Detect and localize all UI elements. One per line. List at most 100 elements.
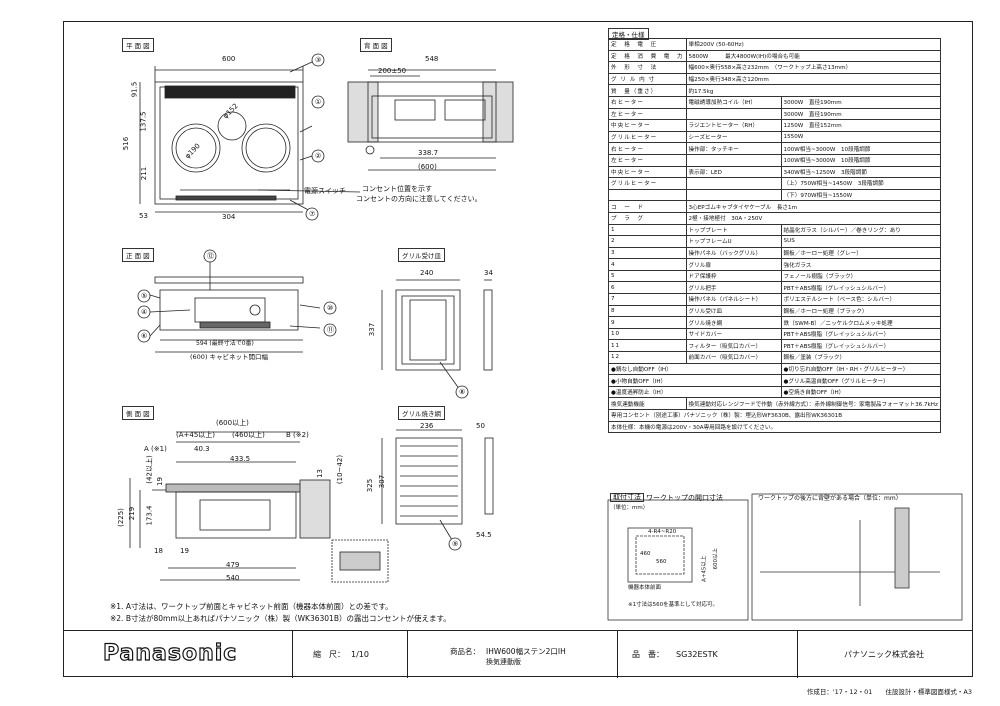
spec-cell: トップフレームU bbox=[685, 235, 782, 248]
spec-cell bbox=[685, 107, 782, 121]
callout-5: ⑤ bbox=[141, 292, 148, 300]
install-cut-label: ワークトップの開口寸法 bbox=[646, 494, 723, 502]
spec-cell: 鉄（SWM-B）／ニッケルクロムメッキ処理 bbox=[780, 316, 941, 329]
dim-plan-53: 53 bbox=[139, 212, 148, 220]
dim-back-200: 200±50 bbox=[378, 67, 407, 75]
dim-drawer-325: 325 bbox=[366, 478, 375, 493]
dim-front-600: (600) キャビネット開口幅 bbox=[190, 353, 269, 361]
dim-plan-width: 600 bbox=[222, 55, 236, 63]
spec-cell: 中央ヒーター bbox=[608, 119, 687, 132]
spec-cell: 1250W 直径152mm bbox=[780, 119, 941, 132]
safety-item: ●温度過昇防止（IH） bbox=[608, 385, 782, 399]
spec-cell: 6 bbox=[608, 281, 687, 295]
dim-drawer-307: 307 bbox=[378, 474, 387, 489]
dim-plan-1375: 137.5 bbox=[139, 111, 148, 132]
spec-cell: 鋼板／塗装（ブラック） bbox=[780, 351, 941, 364]
dim-side-433: 433.5 bbox=[230, 455, 251, 463]
power-switch-label: 電源スイッチ bbox=[304, 187, 346, 195]
dim-side-540: 540 bbox=[226, 574, 240, 582]
dim-side-479: 479 bbox=[226, 561, 240, 569]
spec-cell: 9 bbox=[608, 316, 687, 329]
callout-4: ④ bbox=[141, 308, 148, 316]
spec-cell: グリル扉 bbox=[685, 258, 782, 271]
spec-row: 定 格 電 圧単相200V (50-60Hz) bbox=[608, 38, 941, 51]
title-block: Panasonic 縮 尺： 1/10 商品名： IHW600幅ステン2口IH … bbox=[63, 630, 973, 678]
dim-side-219: 219 bbox=[128, 506, 137, 521]
dim-side-42: (42以上) bbox=[145, 455, 154, 484]
spec-footer-key: 専用コンセント（別途工事）パナソニック（株）製：埋込形WF3630B、露出形WK… bbox=[608, 409, 941, 422]
spec-cell bbox=[608, 188, 687, 202]
install-600: 600以上 bbox=[713, 548, 719, 570]
spec-cell bbox=[685, 153, 782, 167]
dim-tray-34: 34 bbox=[484, 269, 493, 277]
company-name: パナソニック株式会社 bbox=[844, 650, 924, 659]
spec-cell: 強化ガラス bbox=[780, 258, 941, 271]
spec-key: プ ラ グ bbox=[608, 211, 687, 225]
install-560: 560 bbox=[656, 559, 667, 565]
spec-row: 右ヒーター電磁誘導加熱コイル（IH）3000W 直径190mm bbox=[608, 95, 941, 109]
spec-cell: 電磁誘導加熱コイル（IH） bbox=[685, 95, 782, 109]
spec-cell: 操作パネル（パネルシート） bbox=[685, 293, 782, 306]
back-view-drawing bbox=[347, 69, 514, 171]
spec-row: 質 量（重さ）約17.5kg bbox=[608, 84, 941, 97]
callout-12: ⑫ bbox=[207, 252, 214, 260]
spec-cell: 2 bbox=[608, 235, 687, 248]
spec-cell: （上）750W相当~1450W 3段階調節 bbox=[780, 177, 941, 190]
scale-label: 縮 尺： bbox=[313, 650, 345, 659]
spec-key: グ リ ル 内 寸 bbox=[608, 72, 687, 86]
creation-date: 作成日：'17・12・01 住設設計・標準図面様式・A3 bbox=[806, 688, 972, 696]
brand-cell: Panasonic bbox=[63, 631, 293, 678]
install-note: ※1寸法は560を基準として対応可。 bbox=[628, 602, 718, 608]
spec-cell: グリルヒーター bbox=[608, 177, 687, 190]
back-view-label: 背 面 図 bbox=[360, 38, 392, 52]
spec-footer-row: 換気連動機能換気連動対応レンジフードで作動（赤外線方式）：赤外線制御信号：家電製… bbox=[608, 397, 941, 410]
dim-plan-304: 304 bbox=[222, 213, 236, 221]
install-title: 取付寸法 bbox=[610, 493, 644, 502]
callout-9: ⑨ bbox=[452, 540, 459, 548]
spec-cell bbox=[685, 177, 782, 190]
spec-safety-row: ●鍋なし自動OFF（IH）●切り忘れ自動OFF（IH・RH・グリルヒーター） bbox=[608, 362, 941, 376]
install-a45: A+45以上 bbox=[701, 555, 708, 582]
spec-footer-value: 換気連動対応レンジフードで作動（赤外線方式）：赤外線制御信号：家電製品フォーマッ… bbox=[685, 397, 941, 410]
dim-plan-915: 91.5 bbox=[130, 81, 139, 98]
spec-cell: フィルター（吸気口カバー） bbox=[685, 339, 782, 353]
dim-drawer-54: 54.5 bbox=[476, 531, 492, 539]
dim-side-40: 40.3 bbox=[194, 445, 210, 453]
side-view-label: 側 面 図 bbox=[122, 406, 154, 420]
spec-cell: 3000W 直径190mm bbox=[780, 107, 941, 121]
install-unit: （単位：mm） bbox=[610, 505, 649, 511]
dim-back-338: 338.7 bbox=[418, 149, 439, 157]
spec-cell: 12 bbox=[608, 351, 687, 364]
spec-cell: 100W相当~3000W 10段階調節 bbox=[780, 142, 941, 155]
spec-cell: 鋼板／ホーロー処理（ブラック） bbox=[780, 304, 941, 318]
model-label: 品 番： bbox=[632, 650, 664, 659]
spec-footer-row: 専用コンセント（別途工事）パナソニック（株）製：埋込形WF3630B、露出形WK… bbox=[608, 409, 941, 422]
spec-cell: （下）970W相当~1550W bbox=[780, 188, 941, 202]
spec-cell: 前面カバー（吸気口カバー） bbox=[685, 351, 782, 364]
scale-value: 1/10 bbox=[351, 650, 369, 659]
spec-cell: 表示部：LED bbox=[685, 165, 782, 179]
callout-2: ② bbox=[315, 152, 322, 160]
grill-tray-drawing bbox=[381, 279, 493, 391]
install-460: 460 bbox=[640, 551, 651, 557]
spec-cell: 1 bbox=[608, 223, 687, 237]
spec-cell: 100W相当~3000W 10段階調節 bbox=[780, 153, 941, 167]
spec-cell: グリルヒーター bbox=[608, 130, 687, 144]
spec-cell: PBT＋ABS樹脂（グレイッシュシルバー） bbox=[780, 281, 941, 295]
dim-plan-211: 211 bbox=[140, 166, 149, 181]
side-view-drawing bbox=[129, 431, 389, 583]
callout-6: ⑥ bbox=[141, 332, 148, 340]
dim-plan-516: 516 bbox=[122, 136, 131, 151]
spec-cell: 8 bbox=[608, 304, 687, 318]
